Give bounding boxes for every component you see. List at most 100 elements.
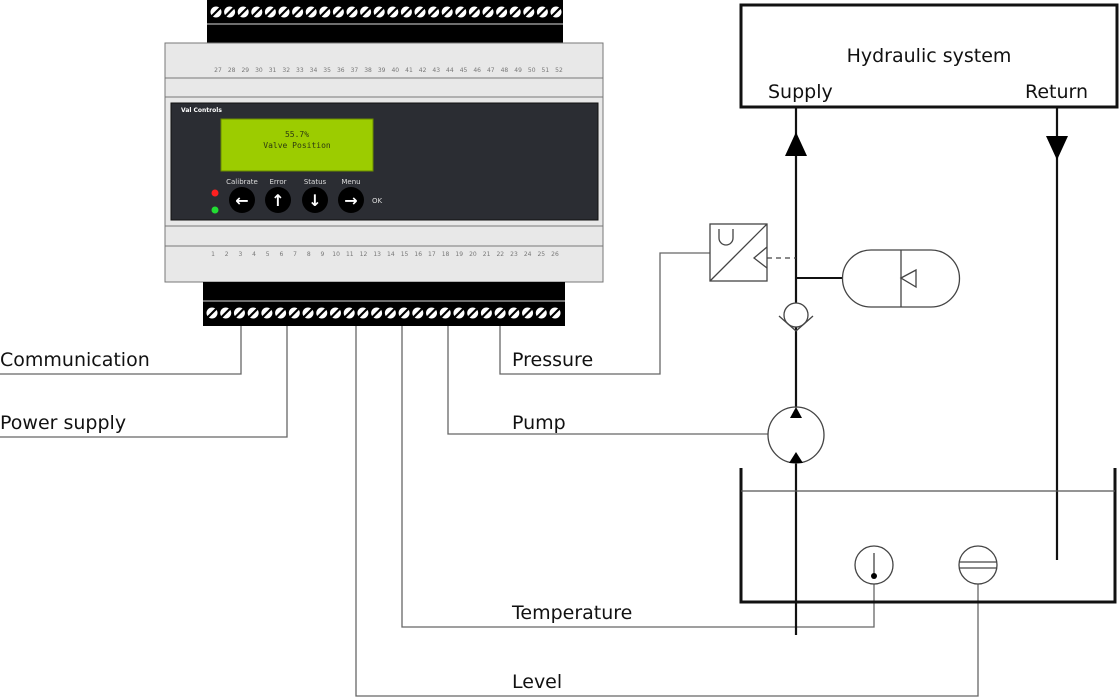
top-terminal-screws <box>210 6 562 18</box>
screw-slot <box>358 308 368 318</box>
terminal-number: 29 <box>241 67 249 74</box>
screw-slot <box>401 7 412 17</box>
screw-slot <box>428 7 439 17</box>
communication-label: Communication <box>0 349 150 371</box>
lcd-value: 55.7% <box>285 130 309 139</box>
screw-slot <box>316 308 327 318</box>
bottom-terminal-screws <box>206 307 561 319</box>
screw-slot <box>306 7 316 17</box>
screw-slot <box>509 308 519 318</box>
transducer-u-symbol <box>718 229 734 246</box>
terminal-number: 14 <box>387 251 395 258</box>
screw-slot <box>551 7 561 17</box>
check-valve-icon <box>783 302 809 328</box>
terminal-number: 44 <box>446 67 454 74</box>
screw-slot <box>522 308 533 318</box>
temperature-label: Temperature <box>511 602 632 624</box>
power-supply-wire <box>0 326 288 438</box>
screw-slot <box>374 7 384 17</box>
terminal-number: 35 <box>323 67 331 74</box>
hydraulic-system-title: Hydraulic system <box>847 45 1012 67</box>
menu-button-body[interactable] <box>338 187 364 213</box>
screw-slot <box>467 308 478 318</box>
terminal-number: 7 <box>293 251 297 258</box>
terminal-number: 38 <box>364 67 372 74</box>
calibrate-button-body[interactable] <box>229 187 255 213</box>
terminal-number: 4 <box>252 251 256 258</box>
arrow-left-icon: ← <box>235 191 248 210</box>
thermometer-bulb <box>871 573 877 579</box>
lcd-caption: Valve Position <box>263 141 331 150</box>
terminal-number: 8 <box>307 251 311 258</box>
terminal-number: 16 <box>414 251 422 258</box>
arrow-up-icon: ↑ <box>271 191 284 210</box>
calibrate-button[interactable]: Calibrate ← <box>226 178 258 213</box>
check-valve-seat <box>778 315 814 332</box>
screw-slot <box>265 7 276 17</box>
terminal-number: 11 <box>346 251 354 258</box>
terminal-number: 18 <box>442 251 450 258</box>
terminal-number: 1 <box>211 251 215 258</box>
pressure-wire <box>499 252 710 375</box>
status-label: Status <box>304 178 327 186</box>
screw-slot <box>252 7 262 17</box>
screw-slot <box>524 7 534 17</box>
transducer-arrow <box>752 246 768 269</box>
power-supply-label: Power supply <box>0 412 126 434</box>
level-label: Level <box>512 671 562 693</box>
screw-slot <box>442 7 452 17</box>
return-label: Return <box>1025 81 1088 103</box>
screw-slot <box>371 308 382 318</box>
screw-slot <box>320 7 330 17</box>
terminal-number: 3 <box>238 251 242 258</box>
terminal-number: 15 <box>401 251 409 258</box>
screw-slot <box>303 308 313 318</box>
pump-wire <box>447 326 768 435</box>
ok-label: OK <box>372 197 383 205</box>
screw-slot <box>234 308 245 318</box>
terminal-number: 10 <box>332 251 340 258</box>
screw-slot <box>415 7 425 17</box>
terminal-number: 47 <box>487 67 495 74</box>
menu-button[interactable]: Menu → <box>338 178 364 213</box>
arrow-right-icon: → <box>344 191 357 210</box>
terminal-number: 30 <box>255 67 263 74</box>
error-led <box>211 189 219 197</box>
terminal-number: 36 <box>337 67 345 74</box>
screw-slot <box>550 308 560 318</box>
terminal-number: 24 <box>524 251 532 258</box>
screw-slot <box>344 308 354 318</box>
terminal-number: 50 <box>528 67 536 74</box>
screw-slot <box>454 308 464 318</box>
terminal-number: 20 <box>469 251 477 258</box>
status-button-body[interactable] <box>302 187 328 213</box>
terminal-number: 22 <box>496 251 504 258</box>
screw-slot <box>238 7 248 17</box>
hydraulic-system-box <box>739 3 1119 109</box>
screw-slot <box>483 7 493 17</box>
screw-slot <box>456 7 466 17</box>
terminal-number: 25 <box>537 251 545 258</box>
screw-slot <box>426 308 437 318</box>
supply-label: Supply <box>768 81 833 103</box>
terminal-number: 31 <box>269 67 277 74</box>
terminal-number: 21 <box>483 251 491 258</box>
terminal-number: 32 <box>282 67 290 74</box>
terminal-number: 42 <box>419 67 427 74</box>
terminal-number: 13 <box>373 251 381 258</box>
screw-slot <box>388 7 398 17</box>
error-button[interactable]: Error ↑ <box>265 178 291 213</box>
terminal-number: 28 <box>228 67 236 74</box>
terminal-number: 2 <box>225 251 229 258</box>
terminal-number: 49 <box>514 67 522 74</box>
bottom-terminal-block <box>203 282 565 326</box>
screw-slot <box>248 308 258 318</box>
error-button-body[interactable] <box>265 187 291 213</box>
screw-slot <box>536 308 547 318</box>
screw-slot <box>262 308 272 318</box>
screw-slot <box>385 308 396 318</box>
terminal-number: 41 <box>405 67 413 74</box>
terminal-number: 37 <box>351 67 359 74</box>
status-button[interactable]: Status ↓ <box>302 178 328 213</box>
